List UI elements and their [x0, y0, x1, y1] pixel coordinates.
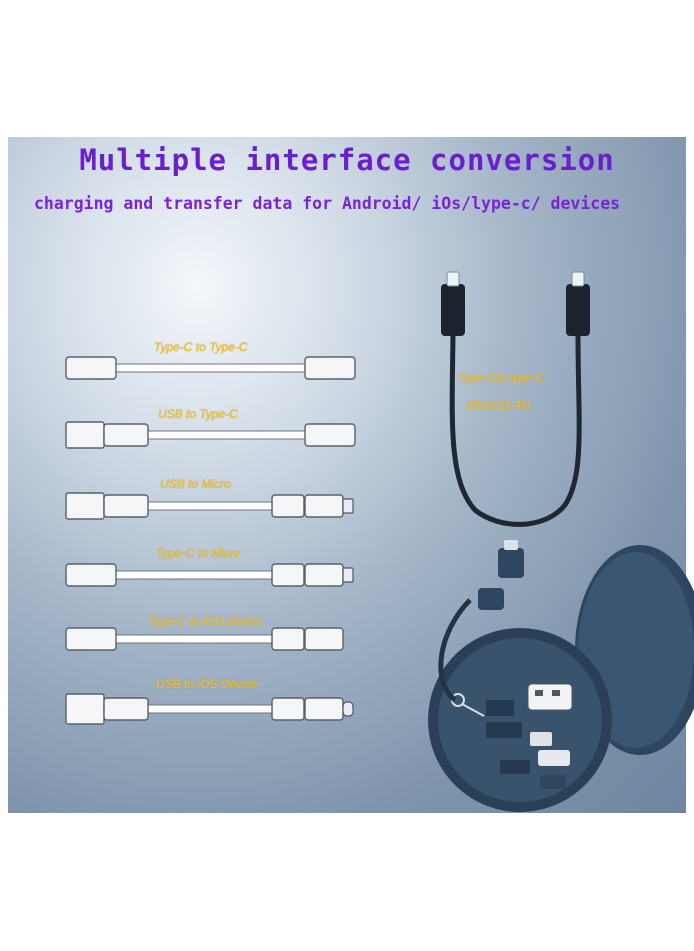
black-type-c-cable — [441, 271, 590, 527]
cable-label: USB to iOS Device — [156, 677, 258, 691]
main-cable-length: 29cm/11.4in — [466, 398, 531, 412]
cable-usb-to-micro — [65, 492, 354, 520]
cable-label: Type-C to Micro — [156, 546, 241, 560]
cable-type-c-to-ios — [65, 627, 344, 651]
page-title: Multiple interface conversion — [79, 143, 615, 177]
cable-label: USB to Type-C — [158, 407, 238, 421]
main-cable-label: Type-Cto lype-C — [458, 371, 545, 385]
storage-case — [428, 540, 694, 812]
cable-label: Type-C to Type-C — [154, 340, 248, 354]
cable-label: Type-C to iOS Device — [148, 614, 264, 628]
cable-usb-to-type-c — [65, 421, 356, 449]
cable-type-c-to-type-c — [65, 356, 356, 380]
cable-usb-to-ios — [65, 693, 354, 725]
cable-label: USB to Micro — [160, 477, 231, 491]
page-subtitle: charging and transfer data for Android/ … — [34, 194, 621, 213]
cable-type-c-to-micro — [65, 563, 354, 587]
